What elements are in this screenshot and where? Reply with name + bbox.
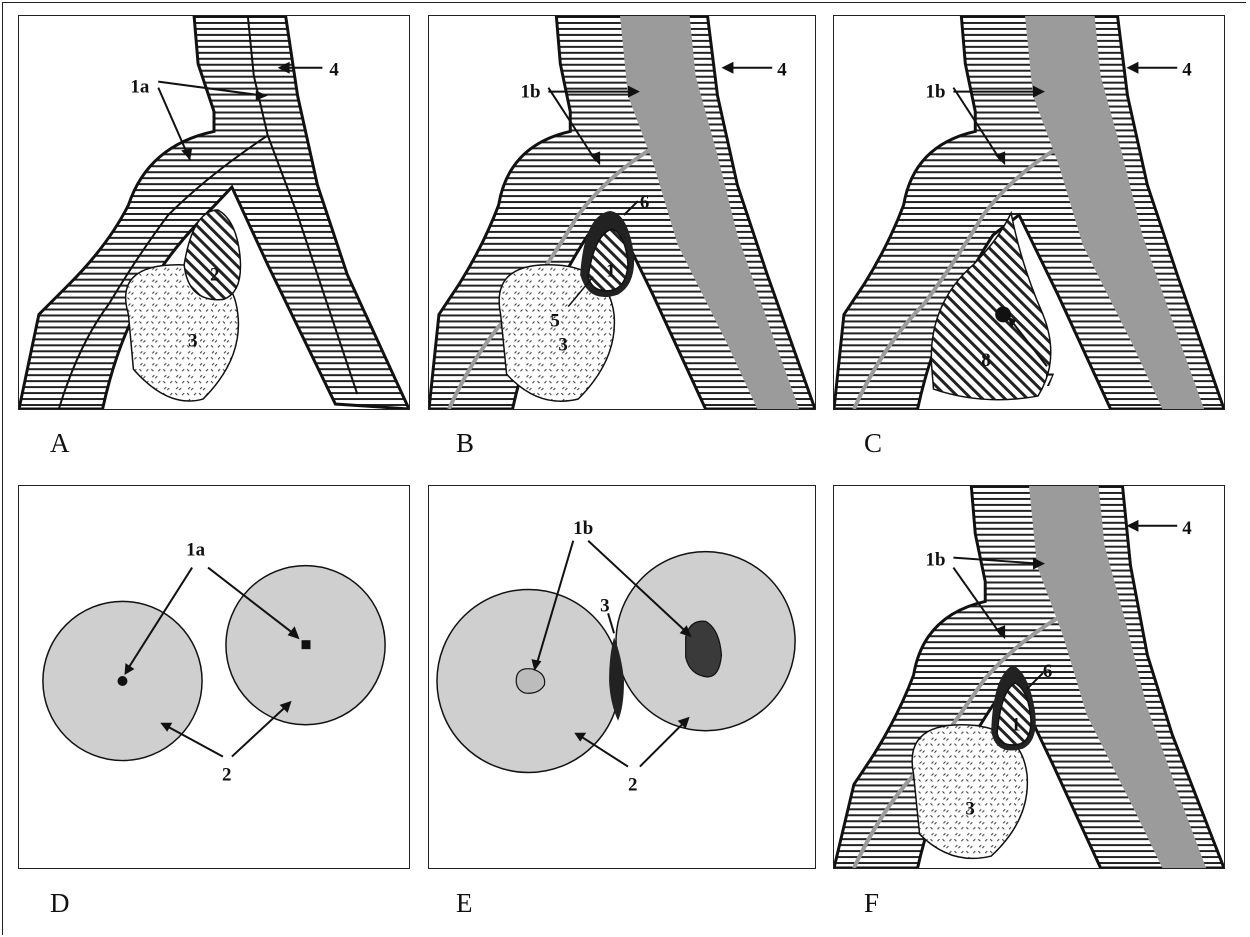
panel-e: 1b 3 2: [428, 485, 816, 869]
label-2: 2: [222, 764, 231, 785]
label-3: 3: [188, 330, 197, 351]
label-3: 3: [558, 334, 567, 355]
label-4: 4: [1182, 60, 1192, 81]
label-1b: 1b: [573, 518, 593, 539]
label-1a: 1a: [186, 540, 205, 561]
small-lesion-left: [516, 669, 544, 694]
panel-d-caption: D: [50, 888, 70, 919]
panel-e-drawing: 1b 3 2: [429, 486, 815, 868]
label-1: 1: [1011, 715, 1020, 736]
label-3: 3: [965, 798, 974, 819]
label-4: 4: [777, 60, 787, 81]
label-8: 8: [981, 350, 990, 371]
label-6: 6: [640, 192, 649, 213]
label-1: 1: [606, 261, 615, 282]
arrow-2-right: [640, 721, 686, 767]
label-2: 2: [628, 774, 637, 795]
dark-square-right: [302, 640, 311, 649]
panel-b-drawing: 1b 4 6 1 5 3: [429, 16, 815, 409]
dark-dot: [995, 307, 1011, 323]
panel-b: 1b 4 6 1 5 3: [428, 15, 816, 410]
label-3: 3: [600, 595, 609, 616]
label-2: 2: [210, 265, 219, 286]
arrowhead: [721, 62, 733, 74]
label-5: 5: [550, 310, 559, 331]
arrowhead: [1127, 62, 1139, 74]
label-1b: 1b: [521, 82, 541, 103]
label-6: 6: [1043, 661, 1052, 682]
panel-c-caption: C: [864, 428, 882, 459]
panel-d-drawing: 1a 2: [19, 486, 409, 868]
panel-f-drawing: 1b 4 6 1 3: [834, 486, 1224, 868]
label-1b: 1b: [926, 550, 946, 571]
label-1b: 1b: [926, 82, 946, 103]
dark-dot-left: [118, 676, 128, 686]
panel-a: 1a 4 2 3: [18, 15, 410, 410]
label-4: 4: [329, 60, 339, 81]
panel-d: 1a 2: [18, 485, 410, 869]
panel-f-caption: F: [864, 888, 879, 919]
panel-a-drawing: 1a 4 2 3: [19, 16, 409, 409]
label-4: 4: [1182, 518, 1192, 539]
panel-a-caption: A: [50, 428, 70, 459]
panel-b-caption: B: [456, 428, 474, 459]
panel-c: 1b 4 8 7: [833, 15, 1225, 410]
panel-e-caption: E: [456, 888, 473, 919]
arrow-2-right: [232, 705, 288, 757]
label-1a: 1a: [130, 77, 149, 98]
panel-f: 1b 4 6 1 3: [833, 485, 1225, 869]
label-7: 7: [1045, 370, 1054, 391]
panel-c-drawing: 1b 4 8 7: [834, 16, 1224, 409]
